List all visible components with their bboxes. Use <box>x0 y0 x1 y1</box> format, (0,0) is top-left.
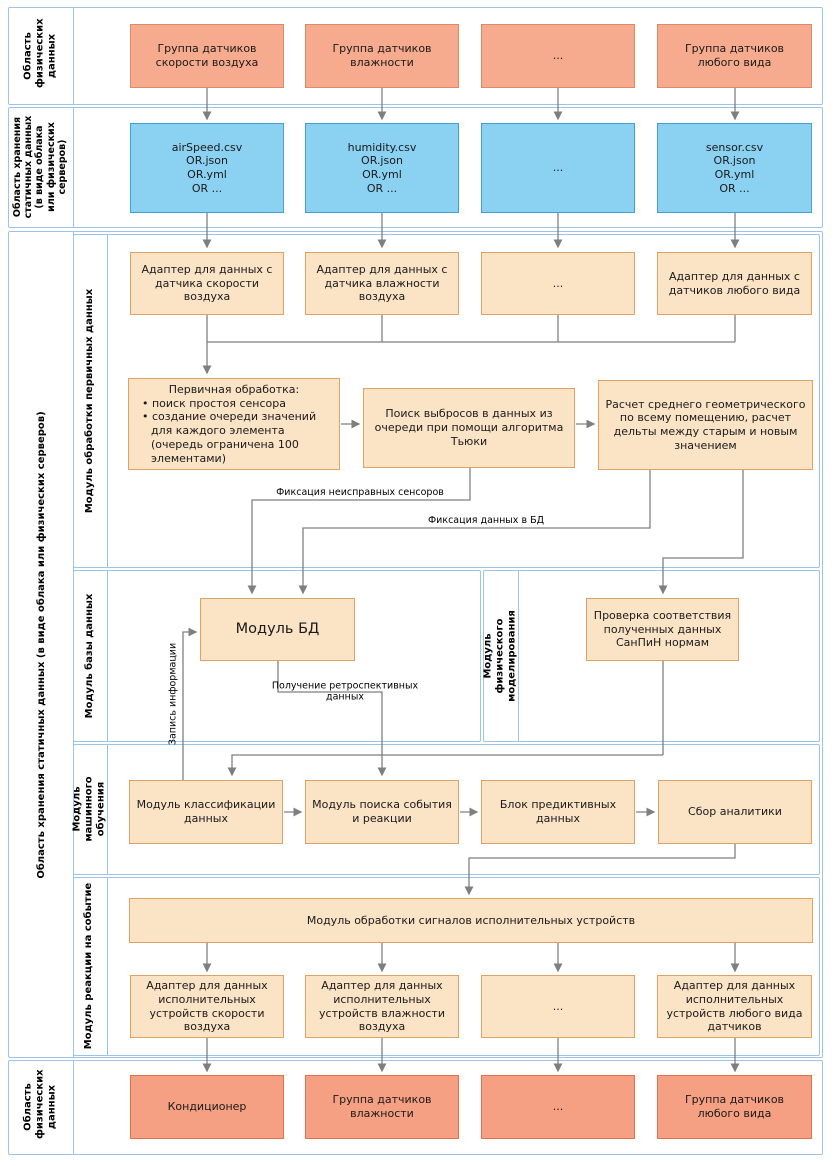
node-adapter-in-humidity: Адаптер для данных с датчика влажности в… <box>305 252 459 315</box>
node-primary-processing: Первичная обработка: • поиск простоя сен… <box>128 378 340 470</box>
node-file-sensor: sensor.csv OR.json OR.yml OR ... <box>657 123 812 213</box>
node-sensor-group-any: Группа датчиков любого вида <box>657 24 812 88</box>
node-event-search: Модуль поиска события и реакции <box>305 780 459 844</box>
node-adapter-out-ellipsis: ... <box>481 975 635 1038</box>
edge-label-fix-data-db: Фиксация данных в БД <box>427 515 545 526</box>
node-file-airspeed: airSpeed.csv OR.json OR.yml OR ... <box>130 123 284 213</box>
section-machine-learning <box>73 744 820 875</box>
node-file-humidity: humidity.csv OR.json OR.yml OR ... <box>305 123 459 213</box>
node-adapter-out-any: Адаптер для данных исполнительных устрой… <box>657 975 812 1038</box>
section-machine-learning-divider <box>107 744 108 875</box>
node-sensor-group-humidity: Группа датчиков влажности <box>305 24 459 88</box>
node-geometric-mean: Расчет среднего геометрического по всему… <box>598 380 813 470</box>
primary-processing-bullet-2: • создание очереди значений для каждого … <box>142 410 317 465</box>
edge-label-faulty-sensors: Фиксация неисправных сенсоров <box>276 487 444 498</box>
section-physical-modeling <box>483 570 820 742</box>
primary-processing-title: Первичная обработка: <box>168 382 300 396</box>
node-device-any-sensors: Группа датчиков любого вида <box>657 1075 812 1139</box>
section-event-reaction-divider <box>107 877 108 1056</box>
node-analytics: Сбор аналитики <box>658 780 812 844</box>
section-database-divider <box>107 570 108 742</box>
node-device-humidity-sensors: Группа датчиков влажности <box>305 1075 459 1139</box>
section-event-reaction <box>73 877 820 1056</box>
node-adapter-in-airspeed: Адаптер для данных с датчика скорости во… <box>130 252 284 315</box>
node-adapter-out-humidity: Адаптер для данных исполнительных устрой… <box>305 975 459 1038</box>
section-primary-processing-divider <box>107 234 108 568</box>
node-classification: Модуль классификации данных <box>129 780 283 844</box>
node-adapter-in-any: Адаптер для данных с датчиков любого вид… <box>657 252 812 315</box>
node-sanpin-check: Проверка соответствия полученных данных … <box>586 598 739 661</box>
node-sensor-group-airspeed: Группа датчиков скорости воздуха <box>130 24 284 88</box>
node-device-ellipsis: ... <box>481 1075 635 1139</box>
node-file-ellipsis: ... <box>481 123 635 213</box>
node-adapter-out-airspeed: Адаптер для данных исполнительных устрой… <box>130 975 284 1038</box>
region-storage-main <box>8 231 823 1058</box>
region-storage-top <box>8 107 823 228</box>
region-physical-bottom <box>8 1060 823 1155</box>
section-physical-modeling-divider <box>518 570 519 742</box>
region-physical-top <box>8 7 823 105</box>
node-device-conditioner: Кондиционер <box>130 1075 284 1139</box>
edge-label-write-info: Запись информации <box>167 642 179 746</box>
node-db-module: Модуль БД <box>200 598 355 661</box>
node-signal-processing: Модуль обработки сигналов исполнительных… <box>129 898 813 943</box>
node-sensor-group-ellipsis: ... <box>481 24 635 88</box>
node-predictive: Блок предиктивных данных <box>481 780 635 844</box>
region-physical-top-divider <box>73 7 74 105</box>
region-physical-bottom-divider <box>73 1060 74 1155</box>
node-adapter-in-ellipsis: ... <box>481 252 635 315</box>
section-primary-processing <box>73 234 820 568</box>
section-database <box>73 570 481 742</box>
edge-label-retrospective: Получение ретроспективных данных <box>271 680 419 703</box>
primary-processing-bullet-1: • поиск простоя сенсора <box>142 396 286 410</box>
node-outlier-search: Поиск выбросов в данных из очереди при п… <box>363 388 575 468</box>
region-storage-top-divider <box>73 107 74 228</box>
